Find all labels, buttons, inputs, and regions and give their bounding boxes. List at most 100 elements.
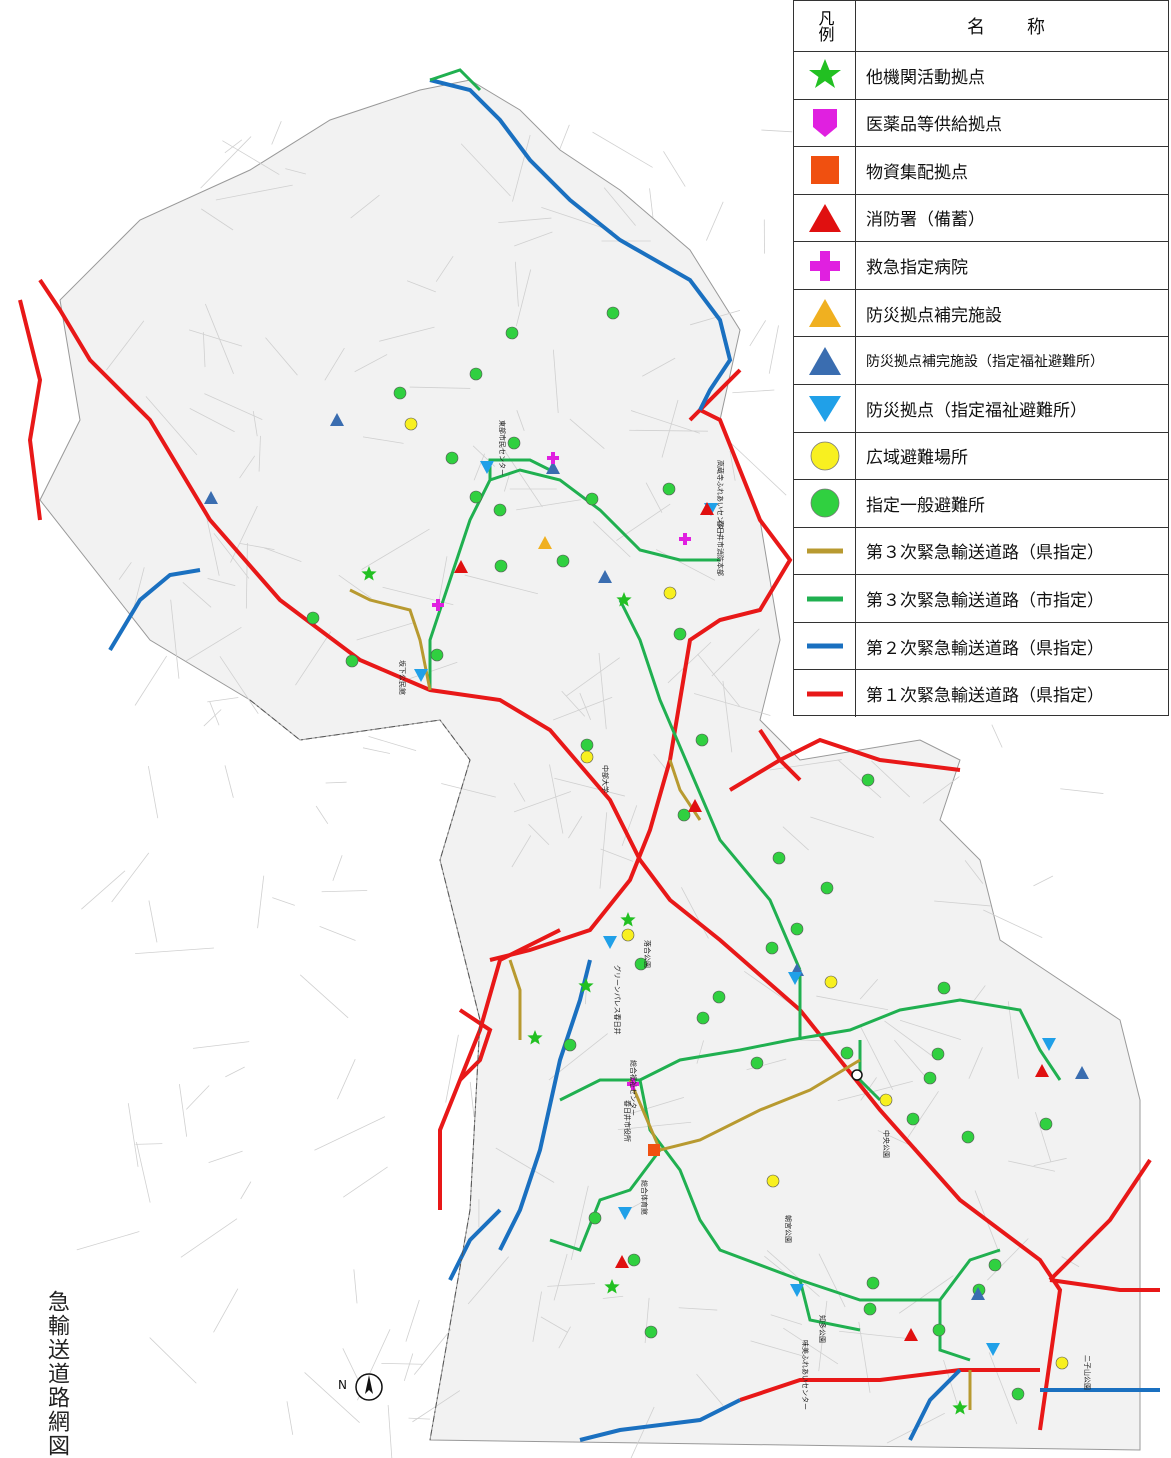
legend-label: 他機関活動拠点: [866, 67, 985, 88]
support-facility-marker: [1075, 1066, 1089, 1079]
legend-row: 物資集配拠点: [794, 146, 1168, 194]
agency-base-marker: [361, 566, 377, 581]
support-facility-marker: [204, 491, 218, 504]
hospital-marker: [627, 1078, 639, 1090]
support-facility-marker: [971, 1287, 985, 1300]
legend-row: 第１次緊急輸送道路（県指定）: [794, 669, 1168, 717]
shelter-marker: [445, 451, 459, 465]
disaster-base-marker: [603, 936, 617, 949]
orange-square-icon: [810, 156, 839, 185]
hospital-marker: [432, 599, 444, 611]
facility-label: 中部大学: [601, 765, 610, 793]
shelter-marker: [563, 1038, 577, 1052]
legend-row: 救急指定病院: [794, 241, 1168, 289]
shelter-marker: [644, 1325, 658, 1339]
legend-label: 物資集配拠点: [866, 162, 968, 183]
disaster-base-marker: [618, 1207, 632, 1220]
shelter-marker: [580, 738, 594, 752]
legend-row: 防災拠点補完施設（指定福祉避難所）: [794, 336, 1168, 384]
agency-base-marker: [527, 1030, 543, 1045]
support-facility-marker: [538, 536, 552, 549]
city-boundary: [249, 699, 481, 1441]
map-legend: 凡例 名 称 他機関活動拠点医薬品等供給拠点物資集配拠点消防署（備蓄）救急指定病…: [793, 0, 1169, 717]
fire-station-marker: [1035, 1064, 1049, 1077]
hospital-marker: [679, 533, 691, 545]
road-3rd-pref-olive: [349, 588, 972, 1410]
facility-label: 東部市民センター: [498, 420, 507, 476]
legend-row: 防災拠点（指定福祉避難所）: [794, 384, 1168, 432]
shelter-marker: [469, 490, 483, 504]
evacuation-area-marker: [663, 586, 677, 600]
street-grid: [39, 79, 1141, 1451]
magenta-cross-icon: [809, 250, 840, 281]
shelter-marker: [790, 922, 804, 936]
fire-station-marker: [454, 560, 468, 573]
shelter-marker: [677, 808, 691, 822]
road-2nd-blue: [108, 78, 1160, 1442]
green-circle-icon: [810, 489, 839, 518]
disaster-base-marker: [480, 461, 494, 474]
facility-label: 知多公園: [818, 1315, 827, 1343]
shelter-marker: [696, 1011, 710, 1025]
city-hall-marker: [851, 1069, 863, 1081]
shelter-marker: [1039, 1117, 1053, 1131]
shelter-marker: [906, 1112, 920, 1126]
shelter-marker: [840, 1046, 854, 1060]
green-line-icon: [806, 596, 843, 602]
disaster-base-marker: [986, 1343, 1000, 1356]
shelter-marker: [932, 1323, 946, 1337]
legend-row: 消防署（備蓄）: [794, 193, 1168, 242]
yellow-circle-icon: [810, 441, 839, 471]
evacuation-area-marker: [621, 928, 635, 942]
red-line-icon: [806, 691, 843, 697]
fire-station-marker: [688, 799, 702, 812]
legend-label: 第３次緊急輸送道路（県指定）: [866, 543, 1104, 564]
legend-label: 医薬品等供給拠点: [866, 115, 1002, 136]
legend-label: 消防署（備蓄）: [866, 210, 985, 231]
road-1st-red: [18, 278, 1160, 1431]
legend-row: 広域避難場所: [794, 431, 1168, 480]
support-facility-marker: [330, 413, 344, 426]
legend-row: 第３次緊急輸送道路（県指定）: [794, 526, 1168, 575]
shelter-marker: [772, 851, 786, 865]
evacuation-area-marker: [580, 750, 594, 764]
support-facility-marker: [546, 461, 560, 474]
legend-row: 他機関活動拠点: [794, 51, 1168, 99]
shelter-marker: [494, 559, 508, 573]
facility-label: 二子山公園: [1083, 1355, 1092, 1390]
road-3rd-city-green: [428, 68, 1062, 1362]
legend-row: 防災拠点補完施設: [794, 288, 1168, 337]
facility-label: 春日井市消防本部: [716, 520, 725, 576]
disaster-base-marker: [788, 972, 802, 985]
magenta-pentagon-icon: [812, 108, 837, 137]
evacuation-area-marker: [824, 975, 838, 989]
fire-station-marker: [904, 1328, 918, 1341]
evacuation-area-marker: [766, 1174, 780, 1188]
shelter-marker: [988, 1258, 1002, 1272]
support-facility-marker: [598, 570, 612, 583]
shelter-marker: [866, 1276, 880, 1290]
agency-base-marker: [578, 978, 594, 993]
red-triangle-icon: [808, 203, 841, 232]
legend-label: 防災拠点（指定福祉避難所）: [866, 400, 1087, 421]
facility-label: 味美ふれあいセンター: [801, 1340, 810, 1410]
legend-label: 第２次緊急輸送道路（県指定）: [866, 638, 1104, 659]
blue-line-icon: [806, 643, 843, 649]
shelter-marker: [863, 1302, 877, 1316]
facility-label: 朝宮公園: [784, 1215, 793, 1243]
facility-label: グリーンパレス春日井: [613, 965, 622, 1035]
shelter-marker: [505, 326, 519, 340]
agency-base-marker: [604, 1279, 620, 1294]
disaster-base-marker: [790, 1284, 804, 1297]
shelter-marker: [306, 611, 320, 625]
shelter-marker: [634, 957, 648, 971]
shelter-marker: [627, 1253, 641, 1267]
disaster-base-marker: [414, 669, 428, 682]
legend-row: 医薬品等供給拠点: [794, 98, 1168, 147]
supply-hub-marker: [648, 1144, 660, 1156]
shelter-marker: [765, 941, 779, 955]
shelter-marker: [493, 503, 507, 517]
shelter-marker: [430, 648, 444, 662]
legend-row: 指定一般避難所: [794, 479, 1168, 527]
